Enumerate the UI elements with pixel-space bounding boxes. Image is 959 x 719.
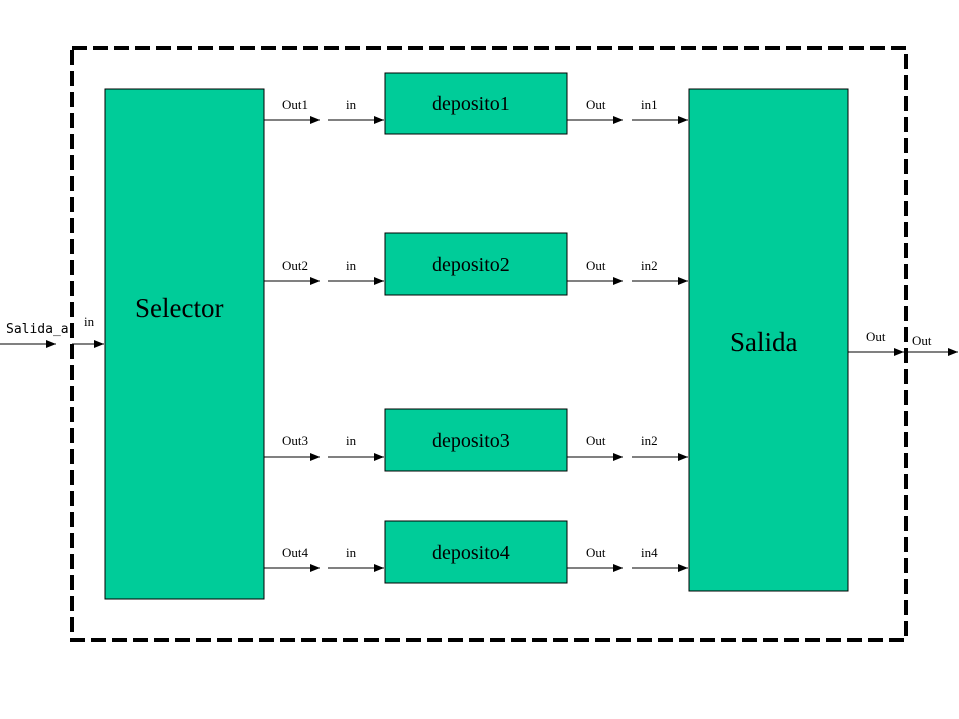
deposito2-title: deposito2: [432, 254, 510, 276]
selector-block[interactable]: [104, 88, 265, 600]
selector-out-port-4: Out4: [282, 545, 309, 560]
salida-in-port-1: in1: [641, 97, 658, 112]
selector-in-port-label: in: [84, 314, 95, 329]
deposito2-in-port: in: [346, 258, 357, 273]
selector-out-port-3: Out3: [282, 433, 308, 448]
salida-block[interactable]: [688, 88, 849, 592]
deposito3-out-port: Out: [586, 433, 606, 448]
deposito3-block[interactable]: [384, 408, 568, 472]
deposito1-out-port: Out: [586, 97, 606, 112]
deposito1-block[interactable]: [384, 72, 568, 135]
salida-out-port-label: Out: [866, 329, 886, 344]
external-output-label: Out: [912, 333, 932, 348]
external-input-label: Salida_a: [6, 322, 69, 337]
salida-title: Salida: [730, 327, 798, 357]
deposito3-title: deposito3: [432, 430, 510, 452]
deposito2-block[interactable]: [384, 232, 568, 296]
selector-out-port-2: Out2: [282, 258, 308, 273]
deposito4-block[interactable]: [384, 520, 568, 584]
deposito4-out-port: Out: [586, 545, 606, 560]
salida-in-port-3: in2: [641, 433, 658, 448]
deposito2-out-port: Out: [586, 258, 606, 273]
deposito1-title: deposito1: [432, 93, 510, 115]
deposito1-in-port: in: [346, 97, 357, 112]
deposito3-in-port: in: [346, 433, 357, 448]
deposito4-in-port: in: [346, 545, 357, 560]
selector-title: Selector: [135, 293, 223, 323]
deposito4-title: deposito4: [432, 542, 510, 564]
salida-in-port-2: in2: [641, 258, 658, 273]
salida-in-port-4: in4: [641, 545, 658, 560]
selector-out-port-1: Out1: [282, 97, 308, 112]
